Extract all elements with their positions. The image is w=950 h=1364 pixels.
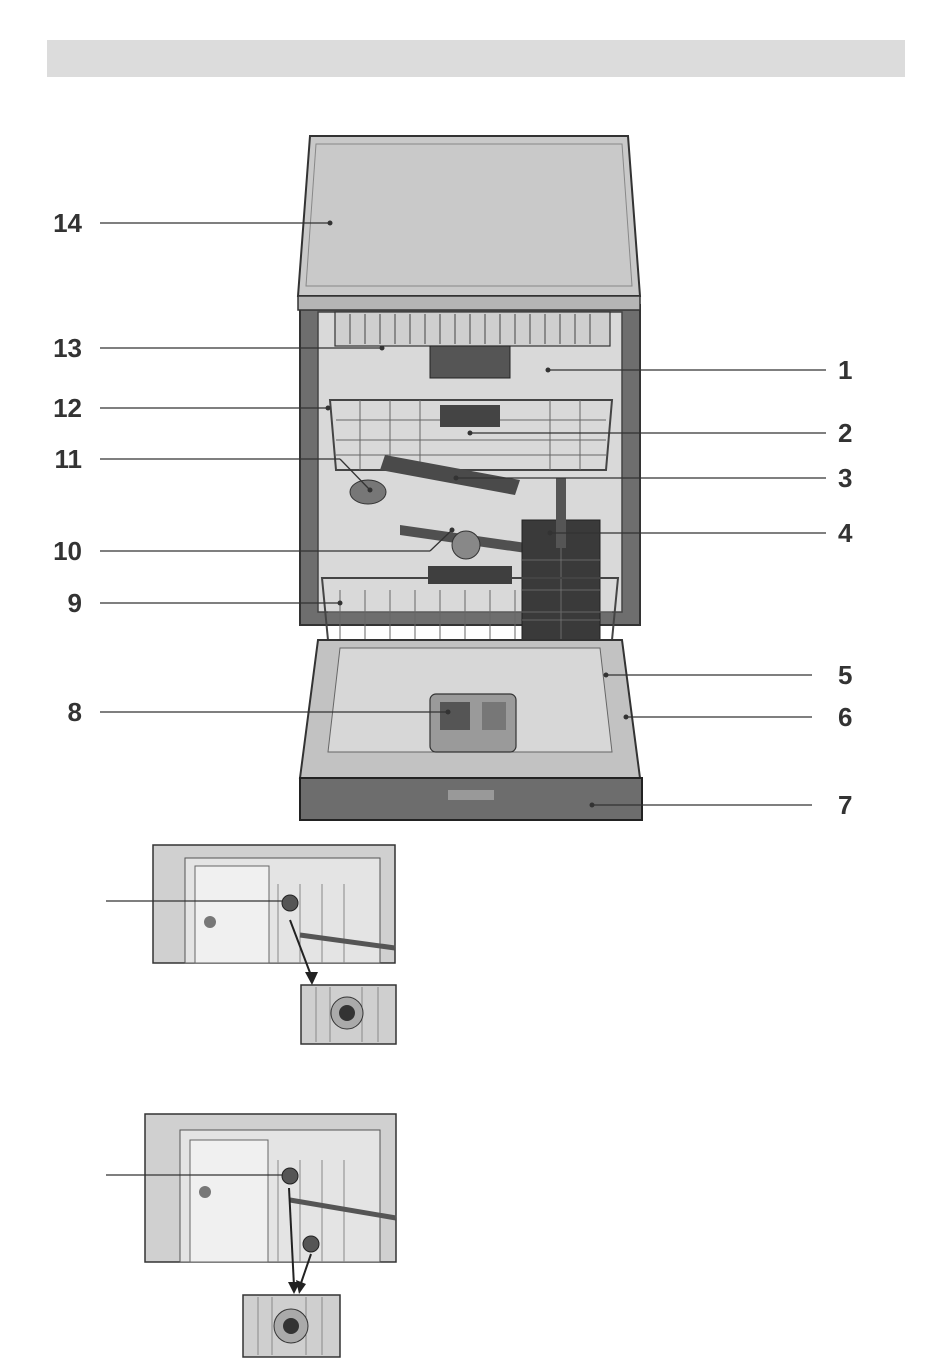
worktop [298,136,640,296]
arrow-down-icon [296,1280,306,1294]
top-spray-unit [430,346,510,378]
callout-13: 13 [38,335,82,361]
callout-10: 10 [38,538,82,564]
detail-2-panel [190,1140,268,1262]
callout-12: 12 [38,395,82,421]
callout-14: 14 [38,210,82,236]
arrow-down-icon [305,972,318,985]
detail-1-seal [282,895,298,911]
detail-2-seal-upper [282,1168,298,1184]
detail-1-panel [195,866,269,963]
cutlery-basket-handle [556,478,566,548]
callout-1: 1 [838,357,878,383]
detail-2-hinge-icon [199,1186,211,1198]
upper-spray-duct [440,405,500,427]
detail-1-hinge-icon [204,916,216,928]
dispenser-flap [440,702,470,730]
lower-basket-handle [428,566,512,584]
callout-7: 7 [838,792,878,818]
callout-5: 5 [838,662,878,688]
callout-2: 2 [838,420,878,446]
salt-container-part [350,480,386,504]
detail-2-zoom-hole-icon [283,1318,299,1334]
callout-8: 8 [38,699,82,725]
worktop-front-edge [298,296,640,310]
callout-3: 3 [838,465,878,491]
callout-6: 6 [838,704,878,730]
door-handle [448,790,494,800]
detail-2-seal-lower [303,1236,319,1252]
cutlery-drawer [335,312,610,346]
filter-system [452,531,480,559]
detail-figure-1 [106,845,396,1044]
callout-9: 9 [38,590,82,616]
rinse-aid-flap [482,702,506,730]
callout-4: 4 [838,520,878,546]
detail-figure-2 [106,1114,396,1357]
detail-1-zoom-hole-icon [339,1005,355,1021]
callout-11: 11 [38,446,82,472]
